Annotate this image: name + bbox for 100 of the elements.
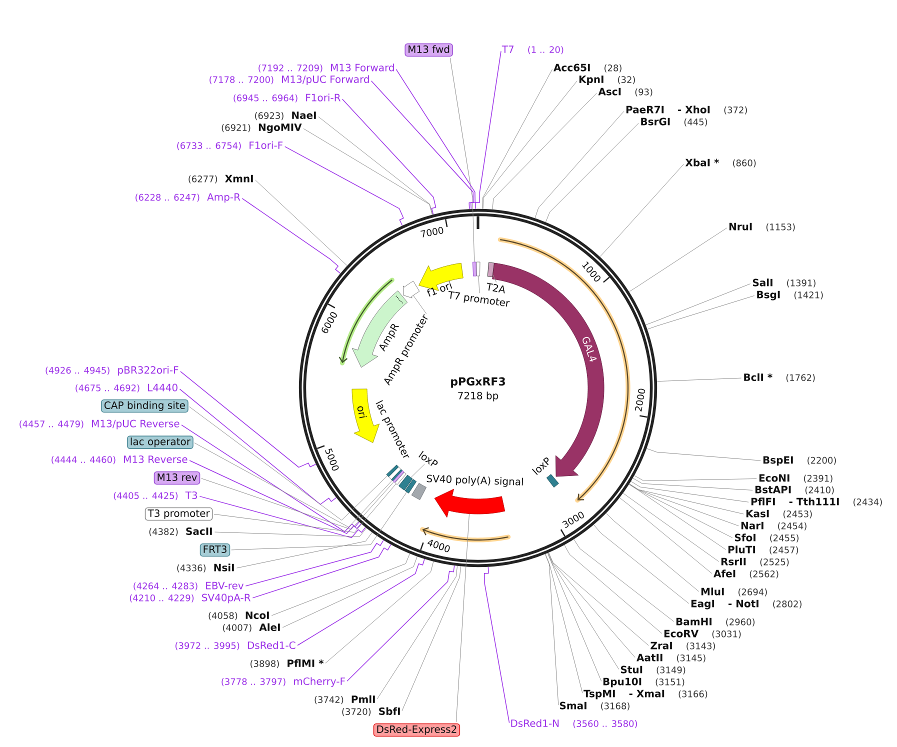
leader-line — [325, 561, 434, 664]
label-box: M13 fwd — [404, 43, 453, 57]
leader-line — [475, 50, 502, 210]
site-label: EcoNI (2391) — [759, 474, 832, 483]
leader-line — [622, 492, 720, 562]
leader-line — [482, 69, 552, 210]
site-label: BstAPI (2410) — [755, 486, 834, 494]
leader-line — [534, 110, 624, 218]
leader-line — [545, 122, 639, 222]
leader-line — [547, 552, 602, 682]
leader-line — [342, 98, 436, 215]
leader-line — [548, 552, 636, 658]
leader-line — [606, 513, 700, 592]
leader-line — [282, 556, 418, 628]
leader-line — [199, 496, 366, 538]
site-label: BspEI (2200) — [763, 456, 836, 466]
site-label: (6277) XmnI — [188, 174, 253, 184]
feature-mark — [386, 464, 399, 478]
primer-label: (4675 .. 4692) L4440 — [76, 384, 178, 392]
tick-label: 6000 — [322, 312, 337, 334]
site-label: MluI (2694) — [701, 588, 767, 596]
site-label: (6921) NgoMIV — [222, 124, 302, 134]
leader-line — [544, 554, 559, 706]
feature-mark — [472, 262, 476, 276]
leader-line — [255, 180, 348, 266]
site-label: AatII (3145) — [636, 654, 706, 662]
feature-label: SV40 poly(A) signal — [426, 474, 524, 487]
site-label: RsrII (2525) — [721, 558, 789, 566]
leader-line — [201, 478, 394, 530]
primer-label: (7178 .. 7200) M13/pUC Forward — [210, 75, 369, 85]
leader-line — [594, 524, 690, 604]
site-label: NarI (2454) — [741, 522, 806, 530]
leader-line — [450, 58, 475, 262]
site-label: Bpu10I (3151) — [603, 678, 684, 688]
primer-label: (3778 .. 3797) mCherry-F — [222, 677, 345, 687]
leader-line — [545, 554, 583, 694]
leader-line — [492, 274, 497, 283]
leader-line — [456, 514, 470, 722]
site-label: PluTI (2457) — [728, 546, 798, 554]
leader-line — [410, 464, 425, 478]
feature-label: loxP — [418, 450, 438, 466]
plasmid-ring — [298, 208, 658, 568]
leader-line — [630, 481, 749, 502]
feature-mark — [487, 262, 494, 278]
leader-line — [252, 544, 392, 598]
primer-label: (4264 .. 4283) EBV-rev — [134, 582, 244, 590]
leader-line — [271, 554, 410, 616]
feature-mark — [398, 474, 413, 490]
site-label: EagI - NotI (2802) — [691, 600, 802, 610]
leader-line — [482, 80, 578, 210]
leader-line — [478, 276, 480, 294]
site-label: KasI (2453) — [746, 510, 812, 518]
leader-line — [189, 406, 388, 520]
site-label: BsrGI (445) — [641, 118, 708, 126]
leader-line — [634, 475, 757, 482]
leader-line — [318, 116, 433, 215]
leader-line — [574, 539, 674, 622]
primer-label: (7192 .. 7209) M13 Forward — [258, 64, 394, 72]
site-label: SmaI (3168) — [560, 702, 630, 710]
leader-line — [303, 128, 432, 215]
leader-line — [629, 484, 739, 526]
feature-mark — [476, 262, 480, 276]
leader-line — [189, 460, 362, 534]
leader-line — [179, 388, 337, 505]
site-label: Acc65I (28) — [554, 64, 622, 72]
primer-label: (6733 .. 6754) F1ori-F — [177, 141, 283, 150]
site-label: StuI (3149) — [620, 666, 686, 674]
site-label: (4058) NcoI — [208, 612, 269, 620]
site-label: PflFI - Tth111I (2434) — [751, 498, 882, 506]
tick-label: 5000 — [325, 448, 339, 471]
leader-line — [376, 566, 458, 700]
leader-line — [492, 92, 597, 210]
site-label: (4007) AleI — [222, 623, 280, 632]
site-label: ZraI (3143) — [650, 642, 715, 650]
primer-label: (4457 .. 4479) M13/pUC Reverse — [20, 420, 180, 430]
leader-line — [214, 484, 396, 533]
primer-label: (6228 .. 6247) Amp-R — [136, 193, 240, 203]
site-label: (3742) PmlI — [314, 695, 375, 704]
feature-mark — [404, 479, 417, 494]
leader-line — [236, 532, 372, 568]
site-label: BsgI (1421) — [757, 290, 823, 300]
label-box: FRT3 — [200, 543, 230, 557]
leader-line — [180, 371, 316, 468]
tick-label: 7000 — [420, 226, 444, 238]
label-box: DsRed-Express2 — [373, 723, 460, 737]
site-label: (3720) SbfI — [342, 707, 400, 716]
label-box: lac operator — [127, 436, 194, 449]
site-label: TspMI - XmaI (3166) — [584, 690, 708, 700]
leader-line — [396, 68, 476, 210]
feature-band — [434, 488, 506, 518]
leader-line — [632, 478, 753, 490]
leader-line — [194, 442, 392, 528]
leader-line — [647, 295, 755, 330]
site-label: PaeR7I - XhoI (372) — [626, 106, 747, 114]
primer-label: T7 (1 .. 20) — [502, 46, 564, 54]
leader-line — [628, 484, 726, 550]
leader-line — [402, 566, 461, 712]
primer-label: (4926 .. 4945) pBR322ori-F — [46, 366, 178, 376]
site-label: BclI * (1762) — [744, 373, 815, 382]
site-label: (3898) PflMI * — [250, 659, 324, 668]
